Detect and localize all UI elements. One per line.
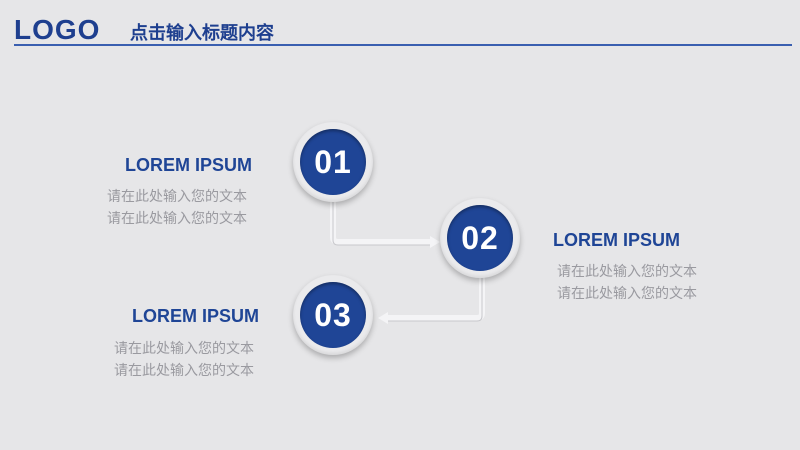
- step-02-line-1: 请在此处输入您的文本: [557, 264, 697, 280]
- step-02-description: 请在此处输入您的文本 请在此处输入您的文本: [557, 261, 697, 305]
- step-03-description: 请在此处输入您的文本 请在此处输入您的文本: [114, 338, 254, 382]
- step-02-heading: LOREM IPSUM: [553, 230, 681, 250]
- step-01-circle: 01: [293, 122, 373, 202]
- step-01-description: 请在此处输入您的文本 请在此处输入您的文本: [107, 186, 247, 230]
- connector-01-02: [330, 195, 436, 245]
- arrow-into-03: [378, 312, 388, 324]
- step-03-circle: 03: [293, 275, 373, 355]
- step-01-line-1: 请在此处输入您的文本: [107, 189, 247, 205]
- step-03-line-1: 请在此处输入您的文本: [114, 341, 254, 357]
- step-01-heading: LOREM IPSUM: [125, 155, 253, 175]
- logo: LOGO: [14, 14, 101, 45]
- step-02-number: 02: [447, 205, 513, 271]
- step-03-heading: LOREM IPSUM: [132, 306, 260, 326]
- header-divider: [14, 44, 792, 46]
- arrow-into-02: [430, 236, 440, 248]
- page-title: 点击输入标题内容: [130, 23, 274, 44]
- step-02-line-2: 请在此处输入您的文本: [557, 286, 697, 302]
- step-01-line-2: 请在此处输入您的文本: [107, 211, 247, 227]
- connector-02-03: [382, 272, 485, 321]
- step-01-number: 01: [300, 129, 366, 195]
- step-03-number: 03: [300, 282, 366, 348]
- step-03-line-2: 请在此处输入您的文本: [114, 363, 254, 379]
- step-02-circle: 02: [440, 198, 520, 278]
